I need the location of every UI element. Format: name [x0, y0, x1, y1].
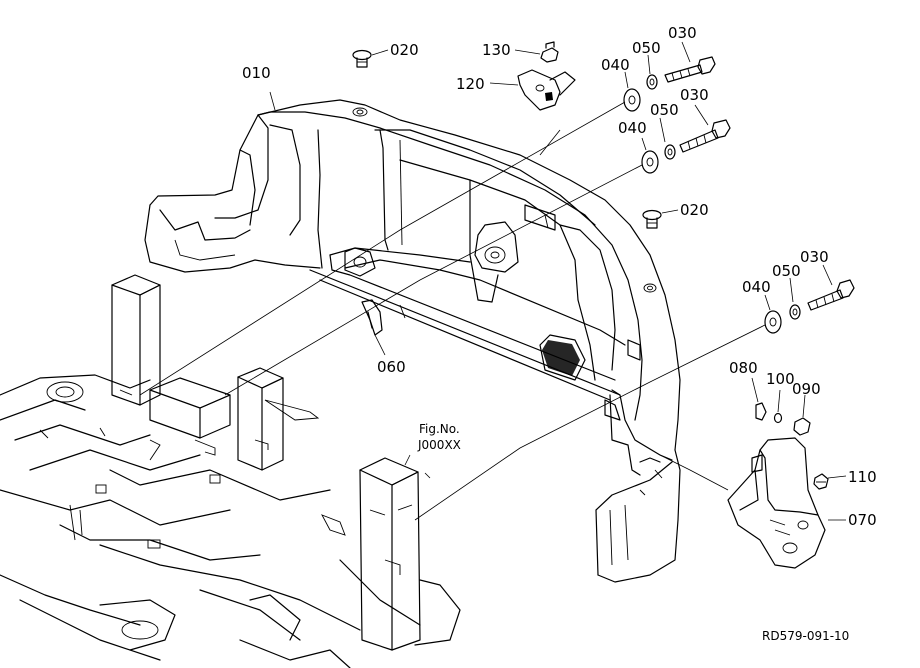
- frame-posts: [111, 274, 421, 651]
- callout-080: 080: [729, 359, 758, 377]
- part-060-bracket: [361, 299, 386, 356]
- callout-020-top: 020: [390, 41, 419, 59]
- callout-050-upper: 050: [632, 39, 661, 57]
- callout-050-middle: 050: [650, 101, 679, 119]
- part-100-washer: [773, 389, 783, 424]
- callout-labels: 010 020 130 120 050 030 040 050 030 040 …: [242, 24, 877, 529]
- callout-030-upper: 030: [668, 24, 697, 42]
- callout-120: 120: [456, 75, 485, 93]
- callout-020-right: 020: [680, 201, 709, 219]
- part-020-bolt-top: [352, 49, 389, 68]
- part-080-clip: [751, 377, 767, 421]
- part-130-nut: [514, 41, 559, 63]
- part-030-bolt-lower: [764, 264, 855, 334]
- callout-030-lower: 030: [800, 248, 829, 266]
- callout-100: 100: [766, 370, 795, 388]
- part-030-bolt-upper: [623, 41, 716, 112]
- callout-090: 090: [792, 380, 821, 398]
- figure-reference: Fig.No. J000XX: [404, 422, 461, 466]
- callout-070: 070: [848, 511, 877, 529]
- callout-040-upper: 040: [601, 56, 630, 74]
- part-090-nut: [793, 394, 811, 436]
- callout-060: 060: [377, 358, 406, 376]
- assembly-lines: [139, 91, 766, 521]
- figure-ref-number: J000XX: [417, 438, 461, 452]
- callout-050-lower: 050: [772, 262, 801, 280]
- figure-ref-label: Fig.No.: [419, 422, 460, 436]
- chassis-frame: [0, 374, 461, 668]
- part-020-bolt-right: [642, 209, 679, 229]
- callout-040-middle: 040: [618, 119, 647, 137]
- callout-010: 010: [242, 64, 271, 82]
- callout-040-lower: 040: [742, 278, 771, 296]
- callout-110: 110: [848, 468, 877, 486]
- part-010-housing: [144, 99, 681, 583]
- part-120-plate: [489, 69, 576, 111]
- drawing-code: RD579-091-10: [762, 629, 849, 643]
- callout-130: 130: [482, 41, 511, 59]
- part-030-bolt-middle: [641, 104, 731, 174]
- callout-030-middle: 030: [680, 86, 709, 104]
- part-110-bolt: [813, 473, 847, 490]
- part-070-bracket: [727, 437, 846, 569]
